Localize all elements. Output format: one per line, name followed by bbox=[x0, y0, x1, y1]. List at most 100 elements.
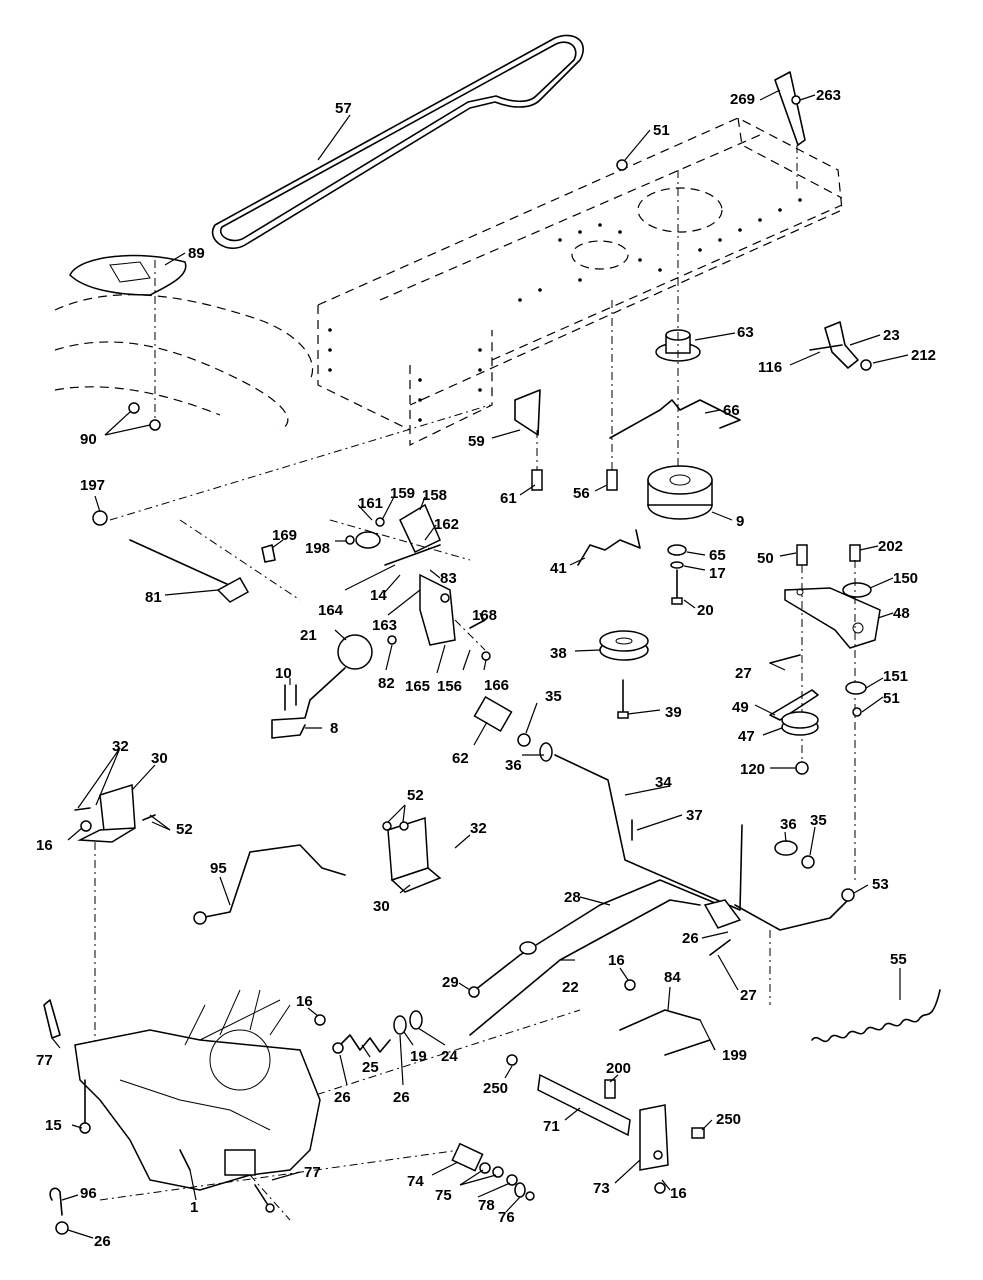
callout-57: 57 bbox=[335, 100, 352, 117]
callout-212: 212 bbox=[911, 347, 936, 364]
callout-83: 83 bbox=[440, 570, 457, 587]
callout-23: 23 bbox=[883, 327, 900, 344]
electric-clutch bbox=[647, 465, 713, 520]
callout-89: 89 bbox=[188, 245, 205, 262]
drive-belt bbox=[211, 34, 584, 250]
callout-47: 47 bbox=[738, 728, 755, 745]
callout-21: 21 bbox=[300, 627, 317, 644]
callout-51-lower: 51 bbox=[883, 690, 900, 707]
callout-161: 161 bbox=[358, 495, 383, 512]
washers-right bbox=[774, 840, 815, 869]
callout-90: 90 bbox=[80, 431, 97, 448]
callout-52-left: 52 bbox=[176, 821, 193, 838]
callout-169: 169 bbox=[272, 527, 297, 544]
brake-arm-assembly bbox=[506, 1054, 705, 1194]
callout-156: 156 bbox=[437, 678, 462, 695]
callout-250-left: 250 bbox=[483, 1080, 508, 1097]
callout-82: 82 bbox=[378, 675, 395, 692]
callout-17: 17 bbox=[709, 565, 726, 582]
callout-19: 19 bbox=[410, 1048, 427, 1065]
callout-84: 84 bbox=[664, 969, 681, 986]
callout-65: 65 bbox=[709, 547, 726, 564]
callout-labels: 57 51 269 263 89 63 23 116 212 66 90 59 … bbox=[36, 87, 936, 1250]
callout-26-spring-b: 26 bbox=[393, 1089, 410, 1106]
callout-50: 50 bbox=[757, 550, 774, 567]
callout-35-right: 35 bbox=[810, 812, 827, 829]
callout-41: 41 bbox=[550, 560, 567, 577]
callout-63: 63 bbox=[737, 324, 754, 341]
spring-55 bbox=[811, 989, 941, 1043]
idler-bracket-assembly bbox=[769, 544, 881, 880]
callout-162: 162 bbox=[434, 516, 459, 533]
callout-200: 200 bbox=[606, 1060, 631, 1077]
callout-39: 39 bbox=[665, 704, 682, 721]
callout-8: 8 bbox=[330, 720, 338, 737]
callout-16-left: 16 bbox=[36, 837, 53, 854]
callout-78: 78 bbox=[478, 1197, 495, 1214]
callout-26-spring-a: 26 bbox=[334, 1089, 351, 1106]
belt-guide-bracket bbox=[609, 399, 741, 439]
callout-250-right: 250 bbox=[716, 1111, 741, 1128]
callout-28: 28 bbox=[564, 889, 581, 906]
callout-29: 29 bbox=[442, 974, 459, 991]
callout-32-center: 32 bbox=[470, 820, 487, 837]
callout-32-left: 32 bbox=[112, 738, 129, 755]
callout-10: 10 bbox=[275, 665, 292, 682]
callout-73: 73 bbox=[593, 1180, 610, 1197]
callout-9: 9 bbox=[736, 513, 744, 530]
bracket-23 bbox=[809, 321, 872, 371]
rod-53-end bbox=[841, 888, 855, 902]
bracket-165 bbox=[387, 573, 491, 661]
lift-lever bbox=[271, 634, 373, 739]
callout-25: 25 bbox=[362, 1059, 379, 1076]
brackets-30 bbox=[74, 784, 442, 1090]
transaxle bbox=[43, 989, 461, 1221]
callout-81: 81 bbox=[145, 589, 162, 606]
callout-35-upper: 35 bbox=[545, 688, 562, 705]
callout-48: 48 bbox=[893, 605, 910, 622]
callout-120: 120 bbox=[740, 761, 765, 778]
callout-30-left: 30 bbox=[151, 750, 168, 767]
callout-77-right: 77 bbox=[304, 1164, 321, 1181]
callout-77-left: 77 bbox=[36, 1052, 53, 1069]
callout-20: 20 bbox=[697, 602, 714, 619]
axle-bushings bbox=[451, 1142, 535, 1201]
spring-169 bbox=[261, 544, 276, 563]
rod-53 bbox=[734, 899, 849, 931]
callout-22: 22 bbox=[562, 979, 579, 996]
callout-168: 168 bbox=[472, 607, 497, 624]
callout-26-center: 26 bbox=[682, 930, 699, 947]
callout-202: 202 bbox=[878, 538, 903, 555]
belt-guide-rod bbox=[577, 529, 641, 566]
callout-66: 66 bbox=[723, 402, 740, 419]
rod-95 bbox=[193, 844, 346, 925]
callout-51: 51 bbox=[653, 122, 670, 139]
callout-199: 199 bbox=[722, 1047, 747, 1064]
callout-96: 96 bbox=[80, 1185, 97, 1202]
callout-16-mid: 16 bbox=[608, 952, 625, 969]
callout-36-right: 36 bbox=[780, 816, 797, 833]
callout-61: 61 bbox=[500, 490, 517, 507]
lift-rod-34 bbox=[554, 754, 743, 911]
nut-51 bbox=[616, 159, 628, 171]
callout-24: 24 bbox=[441, 1048, 458, 1065]
nuts-90 bbox=[128, 260, 161, 431]
callout-52-center: 52 bbox=[407, 787, 424, 804]
engine-pulley bbox=[655, 170, 701, 470]
callout-27-lower: 27 bbox=[740, 987, 757, 1004]
callout-55: 55 bbox=[890, 951, 907, 968]
callout-263: 263 bbox=[816, 87, 841, 104]
callout-26-bottom: 26 bbox=[94, 1233, 111, 1250]
linkage-assembly bbox=[329, 503, 471, 566]
callout-15: 15 bbox=[45, 1117, 62, 1134]
callout-30-center: 30 bbox=[373, 898, 390, 915]
chassis-frame bbox=[54, 117, 843, 446]
belt-keeper bbox=[514, 300, 618, 491]
callout-16-lower: 16 bbox=[670, 1185, 687, 1202]
callout-163: 163 bbox=[372, 617, 397, 634]
callout-116: 116 bbox=[758, 359, 782, 376]
callout-159: 159 bbox=[390, 485, 415, 502]
callout-16-spring: 16 bbox=[296, 993, 313, 1010]
